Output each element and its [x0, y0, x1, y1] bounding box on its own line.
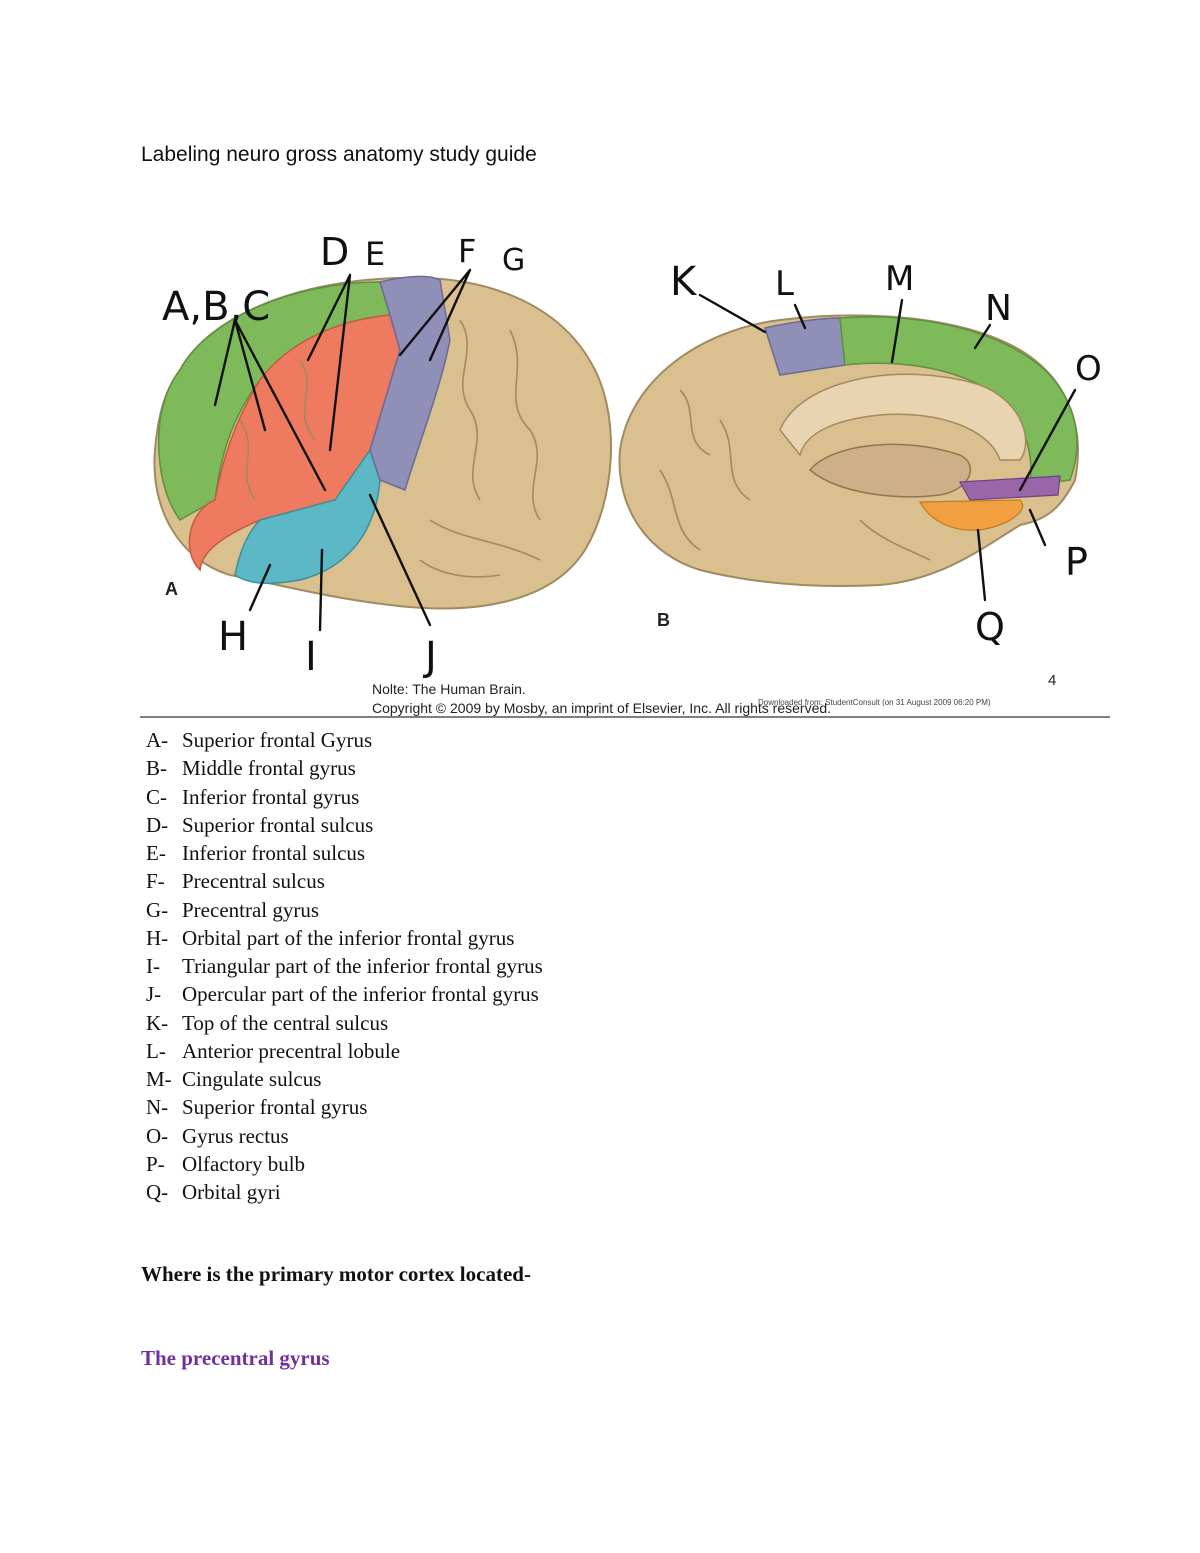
pointer-i: [318, 548, 324, 632]
hw-label-p: P: [1065, 540, 1088, 584]
list-item: Q-Orbital gyri: [146, 1180, 281, 1204]
hw-label-e: E: [365, 235, 385, 273]
list-item: P-Olfactory bulb: [146, 1151, 306, 1176]
list-item: L-Anterior precentral lobule: [146, 1038, 401, 1063]
question-text: Where is the primary motor cortex locate…: [141, 1262, 531, 1286]
pointer-j: [368, 493, 432, 627]
list-item: K-Top of the central sulcus: [146, 1010, 389, 1035]
hw-label-k: K: [670, 259, 698, 305]
download-note: Downloaded from: StudentConsult (on 31 A…: [758, 698, 991, 707]
hw-label-q: Q: [975, 605, 1005, 649]
pointer-fg: [398, 268, 472, 362]
page-number: 4: [1048, 672, 1056, 689]
list-item: I-Triangular part of the inferior fronta…: [146, 954, 543, 978]
pointer-k: [698, 293, 767, 334]
panel-b-label: B: [657, 610, 670, 630]
answer-text: The precentral gyrus: [141, 1346, 330, 1370]
list-item: M-Cingulate sulcus: [146, 1067, 322, 1091]
list-item: G-Precentral gyrus: [146, 897, 320, 922]
hw-label-o: O: [1075, 349, 1102, 389]
list-item: J-Opercular part of the inferior frontal…: [146, 982, 539, 1007]
pointer-de: [306, 273, 352, 452]
hw-label-f: F: [458, 232, 476, 270]
hw-label-l: L: [775, 264, 794, 304]
pointer-m: [890, 298, 904, 364]
list-item: C-Inferior frontal gyrus: [146, 784, 360, 809]
pointer-abc: [213, 318, 327, 492]
pointer-n: [973, 323, 992, 350]
list-item: A-Superior frontal Gyrus: [146, 728, 373, 752]
hw-label-g: G: [502, 243, 525, 278]
hw-label-abc: A,B,C: [162, 284, 270, 330]
list-item: E-Inferior frontal sulcus: [146, 841, 366, 865]
list-item: H-Orbital part of the inferior frontal g…: [146, 925, 515, 950]
list-item: B-Middle frontal gyrus: [146, 756, 356, 781]
credit-line-1: Nolte: The Human Brain.: [372, 681, 526, 697]
pointer-o: [1018, 388, 1077, 492]
panel-a-label: A: [165, 579, 178, 599]
hw-label-d: D: [320, 230, 349, 274]
hw-label-i: I: [305, 634, 317, 680]
pointer-h: [248, 563, 272, 612]
list-item: F-Precentral sulcus: [146, 869, 325, 894]
list-item: N-Superior frontal gyrus: [146, 1095, 368, 1120]
handwritten-annotations: A,B,C D E F G H I J K L: [162, 230, 1102, 680]
brain-figure: A B A,B,C D E: [140, 220, 1115, 720]
hw-label-m: M: [885, 259, 914, 299]
credit-line-2: Copyright © 2009 by Mosby, an imprint of…: [372, 700, 831, 716]
hw-label-n: N: [985, 288, 1012, 329]
hw-label-j: J: [422, 634, 437, 680]
pointer-p: [1028, 508, 1047, 547]
brain-lateral-view: A: [153, 275, 613, 610]
list-item: D-Superior frontal sulcus: [146, 812, 374, 837]
label-list: A-Superior frontal Gyrus B-Middle fronta…: [146, 726, 543, 1206]
brain-diagram: A B A,B,C D E: [140, 230, 1110, 718]
document-title: Labeling neuro gross anatomy study guide: [141, 143, 537, 166]
list-item: O-Gyrus rectus: [146, 1123, 289, 1148]
hw-label-h: H: [218, 614, 248, 660]
pointer-l: [793, 303, 807, 330]
pointer-q: [976, 528, 987, 602]
brain-medial-view: B: [618, 314, 1079, 630]
